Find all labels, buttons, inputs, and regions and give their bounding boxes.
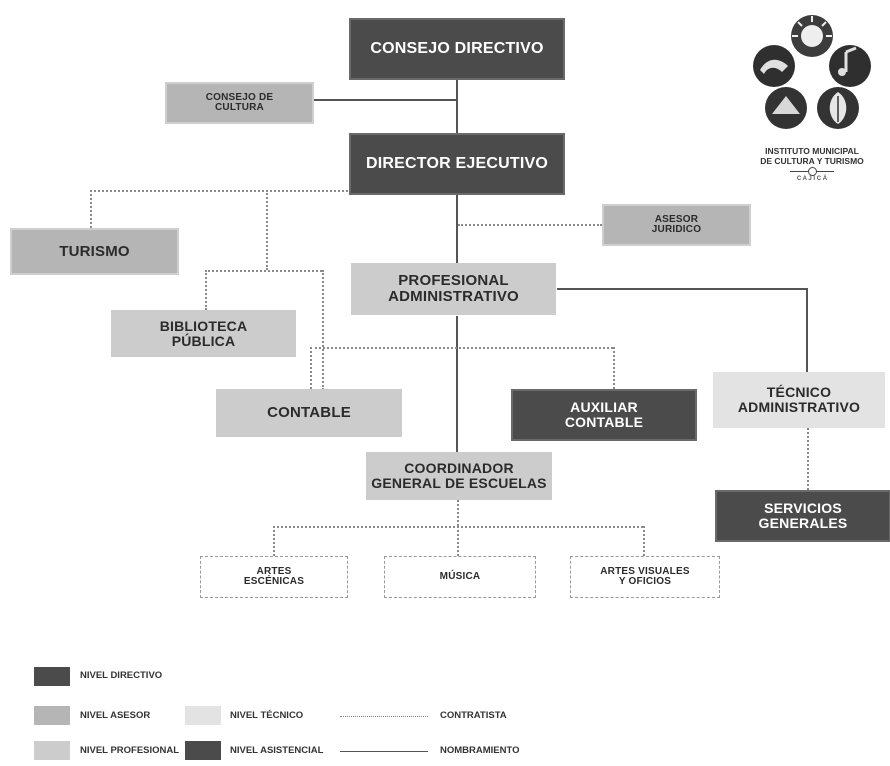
legend-swatch-tecnico <box>185 706 221 725</box>
legend-label-nombramiento: NOMBRAMIENTO <box>440 745 520 756</box>
node-artes-escenicas: ARTES ESCÉNICAS <box>200 556 348 598</box>
edge-consejo-director <box>456 80 458 135</box>
legend-label-profesional: NIVEL PROFESIONAL <box>80 745 180 756</box>
edge-tecnico-servicios <box>807 428 809 490</box>
legend-label-asistencial: NIVEL ASISTENCIAL <box>230 745 324 756</box>
edge-turismo-branch-h <box>205 270 322 272</box>
edge-turismo-biblioteca <box>205 270 207 310</box>
node-director-ejecutivo: DIRECTOR EJECUTIVO <box>349 133 565 195</box>
legend-swatch-directivo <box>34 667 70 686</box>
node-artes-visuales: ARTES VISUALES Y OFICIOS <box>570 556 720 598</box>
node-musica: MÚSICA <box>384 556 536 598</box>
edge-profesional-contable <box>310 347 312 389</box>
logo-text-line1: INSTITUTO MUNICIPAL <box>765 146 859 156</box>
node-servicios-generales: SERVICIOS GENERALES <box>715 490 890 542</box>
legend-label-directivo: NIVEL DIRECTIVO <box>80 670 163 681</box>
legend-swatch-asesor <box>34 706 70 725</box>
edge-director-profesional <box>456 193 458 263</box>
edge-coordinador-visuales <box>643 526 645 556</box>
edge-coordinador-artes <box>273 526 275 556</box>
edge-director-turismo-h <box>90 190 456 192</box>
edge-director-asesor <box>458 224 602 226</box>
node-turismo: TURISMO <box>10 228 179 275</box>
node-consejo-directivo: CONSEJO DIRECTIVO <box>349 18 565 80</box>
logo-circle-bottom-right <box>817 87 859 129</box>
edge-profesional-tecnico-v <box>806 288 808 372</box>
node-consejo-cultura: CONSEJO DE CULTURA <box>165 82 314 124</box>
node-biblioteca-publica: BIBLIOTECA PÚBLICA <box>111 310 296 357</box>
edge-profesional-coordinador <box>456 316 458 452</box>
edge-turismo-contable <box>322 270 324 390</box>
legend-line-contratista <box>340 716 428 717</box>
logo-circle-right <box>829 45 871 87</box>
logo-text-line2: DE CULTURA Y TURISMO <box>760 156 864 166</box>
edge-profesional-auxiliar <box>613 347 615 389</box>
node-auxiliar-contable: AUXILIAR CONTABLE <box>511 389 697 441</box>
edge-profesional-tecnico-h <box>557 288 808 290</box>
node-coordinador: COORDINADOR GENERAL DE ESCUELAS <box>366 452 552 500</box>
legend-label-contratista: CONTRATISTA <box>440 710 507 721</box>
edge-coordinador-trunk <box>457 500 459 526</box>
legend-swatch-profesional <box>34 741 70 760</box>
institute-logo <box>753 15 871 129</box>
legend-label-asesor: NIVEL ASESOR <box>80 710 151 721</box>
edge-cultura-consejo <box>312 99 457 101</box>
node-asesor-juridico: ASESOR JURIDICO <box>602 204 751 246</box>
legend-label-tecnico: NIVEL TÉCNICO <box>230 710 304 721</box>
edge-director-turismo-v <box>90 190 92 228</box>
logo-circle-bottom-left <box>765 87 807 129</box>
legend-line-nombramiento <box>340 751 428 752</box>
logo-divider-dot <box>808 167 817 176</box>
edge-profesional-branch-h <box>310 347 613 349</box>
edge-coordinador-musica <box>457 526 459 556</box>
legend-swatch-asistencial <box>185 741 221 760</box>
logo-text-line3: C A J I C Á <box>796 176 828 182</box>
logo-circle-top <box>791 15 833 57</box>
edge-turismo-branch-v <box>266 190 268 270</box>
logo-circle-left <box>753 45 795 87</box>
node-contable: CONTABLE <box>216 389 402 437</box>
node-tecnico-administrativo: TÉCNICO ADMINISTRATIVO <box>713 372 885 428</box>
node-profesional-administrativo: PROFESIONAL ADMINISTRATIVO <box>351 263 556 315</box>
